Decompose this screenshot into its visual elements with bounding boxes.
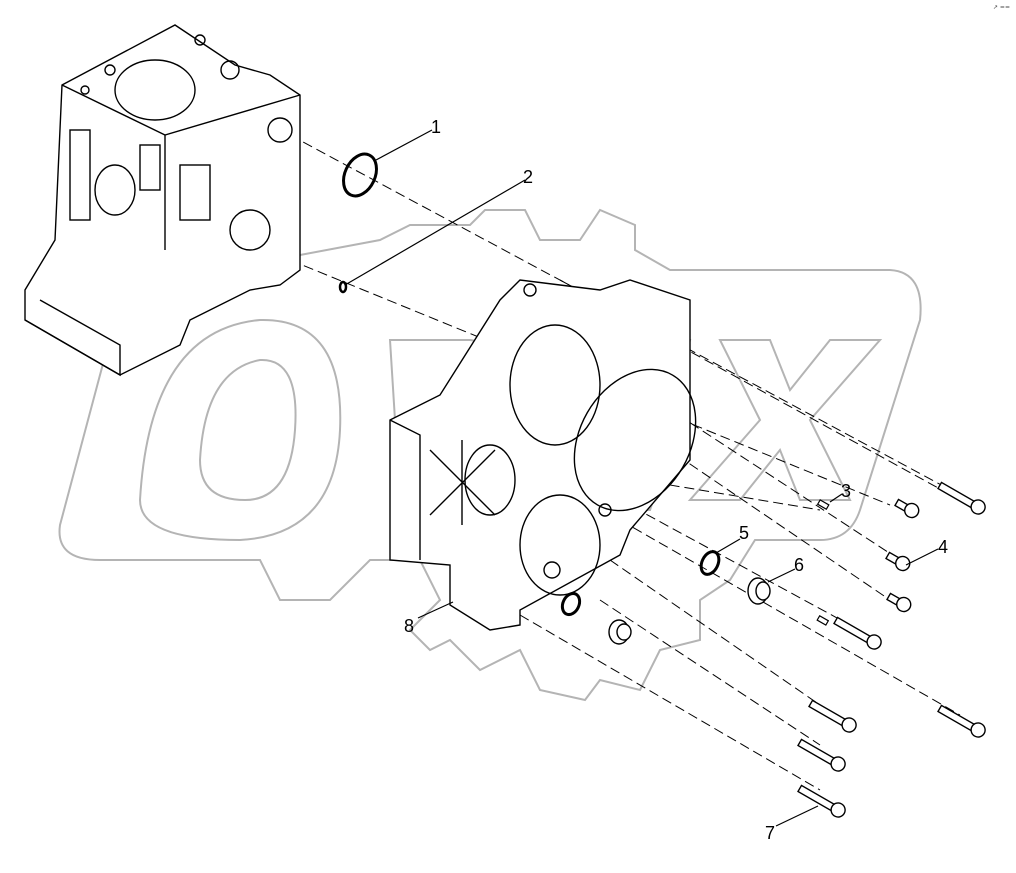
callout-6: 6: [794, 555, 805, 575]
o-ring-small: [338, 280, 348, 294]
bolts: [797, 481, 986, 818]
o-ring-large: [342, 152, 378, 198]
callout-5: 5: [739, 523, 750, 543]
callout-3: 3: [841, 481, 852, 501]
dowel-pin-3: [816, 499, 830, 511]
plug-6: [747, 577, 771, 605]
engine-block-drawing: [24, 24, 301, 377]
leader-lines: [344, 129, 939, 827]
corner-mark: ↗ ==: [993, 4, 1010, 11]
callout-1: 1: [431, 117, 442, 137]
callout-8: 8: [404, 616, 415, 636]
callout-4: 4: [938, 537, 949, 557]
plug-lower: [608, 619, 632, 645]
callout-2: 2: [523, 167, 534, 187]
o-ring-5: [699, 550, 721, 576]
callout-7: 7: [765, 823, 776, 843]
o-ring-lower: [560, 591, 582, 617]
dowel-pin-lower: [816, 614, 830, 626]
gear-housing-drawing: [389, 279, 697, 631]
